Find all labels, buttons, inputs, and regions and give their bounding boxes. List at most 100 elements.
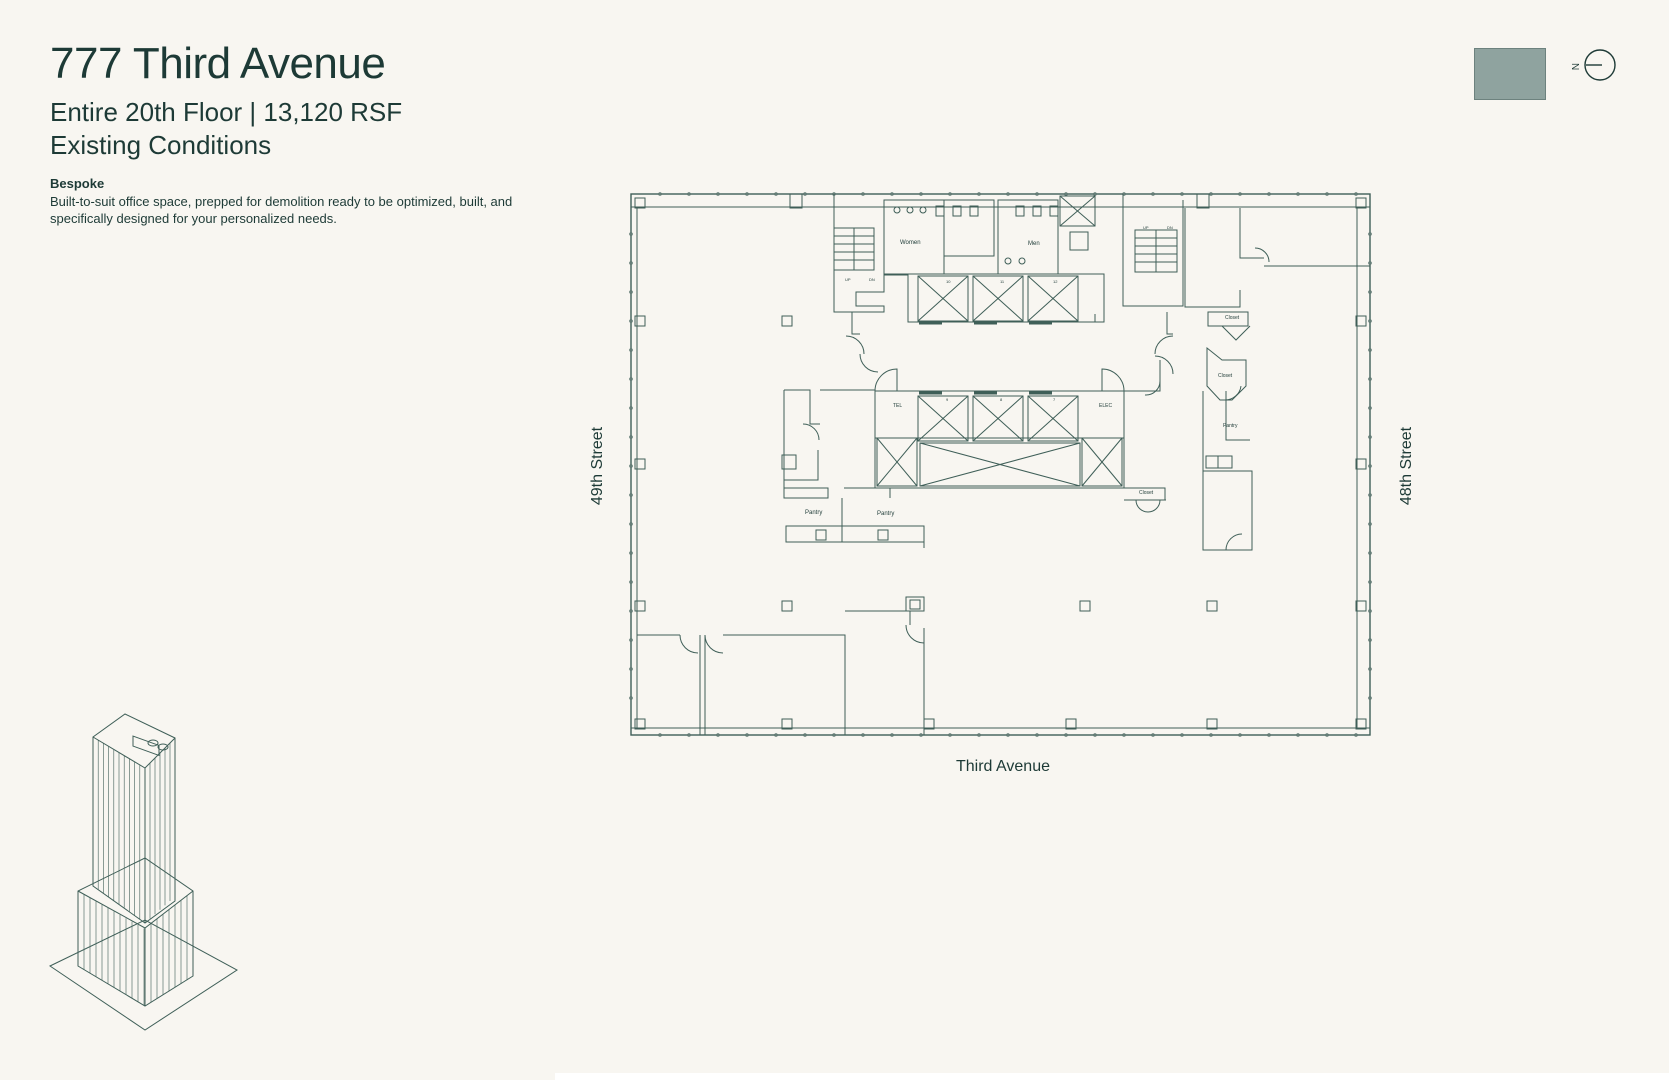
elevator-label: 8 <box>1000 397 1003 402</box>
mullion-dot <box>629 580 633 584</box>
mullion-dot <box>629 232 633 236</box>
mullion-dot <box>1368 406 1372 410</box>
mullion-dot <box>1035 733 1039 737</box>
mullion-dot <box>658 192 662 196</box>
page-title: 777 Third Avenue <box>50 39 386 88</box>
page-subtitle-conditions: Existing Conditions <box>50 130 272 160</box>
mullion-dot <box>687 192 691 196</box>
mullion-dot <box>1238 192 1242 196</box>
mullion-dot <box>1209 733 1213 737</box>
east-rooms <box>1124 346 1253 551</box>
west-rooms <box>781 389 925 548</box>
header: 777 Third Avenue Entire 20th Floor | 13,… <box>50 38 402 162</box>
room-closet-label-3: Closet <box>1139 490 1154 496</box>
mullion-dot <box>1267 192 1271 196</box>
mullion-dot <box>803 733 807 737</box>
mullion-dot <box>1064 192 1068 196</box>
mullion-dot <box>1368 696 1372 700</box>
room-elec-label: ELEC <box>1099 403 1113 409</box>
mullion-dot <box>629 522 633 526</box>
mullion-dot <box>1296 192 1300 196</box>
mullion-dot <box>629 696 633 700</box>
mullion-dot <box>629 493 633 497</box>
legend-swatch <box>1474 48 1546 100</box>
mullion-dot <box>629 319 633 323</box>
room-closet-label-1: Closet <box>1225 315 1240 321</box>
room-pantry-label-1: Pantry <box>805 510 823 516</box>
description-heading: Bespoke <box>50 176 105 191</box>
mullion-dot <box>629 435 633 439</box>
mullion-dot <box>919 192 923 196</box>
mullion-dot <box>716 733 720 737</box>
mullion-dot <box>745 192 749 196</box>
mullion-dot <box>1354 192 1358 196</box>
mullion-dot <box>774 733 778 737</box>
mullion-dots <box>629 192 1372 737</box>
mullion-dot <box>1122 733 1126 737</box>
core-north-east <box>1122 194 1370 341</box>
stair-up-label-2: UP <box>1143 225 1149 230</box>
description-body: Built-to-suit office space, prepped for … <box>50 194 513 226</box>
mullion-dot <box>1368 348 1372 352</box>
mullion-dot <box>1368 609 1372 613</box>
elevator-label: 11 <box>1000 279 1005 284</box>
vestibule <box>845 312 1174 375</box>
mullion-dot <box>1368 667 1372 671</box>
mullion-dot <box>1180 192 1184 196</box>
mullion-dot <box>629 609 633 613</box>
mullion-dot <box>1238 733 1242 737</box>
mullion-dot <box>1325 733 1329 737</box>
mullion-dot <box>1368 377 1372 381</box>
mullion-dot <box>629 551 633 555</box>
room-pantry-label-2: Pantry <box>877 511 895 517</box>
mullion-dot <box>1180 733 1184 737</box>
stair-dn-label-1: DN <box>869 277 875 282</box>
mullion-dot <box>1368 261 1372 265</box>
mullion-dot <box>1368 580 1372 584</box>
mullion-dot <box>716 192 720 196</box>
stair-dn-label-2: DN <box>1167 225 1173 230</box>
street-label-south: Third Avenue <box>956 758 1050 775</box>
mullion-dot <box>890 733 894 737</box>
mullion-dot <box>1151 733 1155 737</box>
mullion-dot <box>803 192 807 196</box>
mullion-dot <box>1035 192 1039 196</box>
mullion-dot <box>1368 435 1372 439</box>
mullion-dot <box>629 406 633 410</box>
building-facade-lines <box>83 740 188 1006</box>
south-partitions <box>637 596 925 735</box>
mullion-dot <box>629 377 633 381</box>
street-label-east: 48th Street <box>1398 426 1415 506</box>
mullion-dot <box>1296 733 1300 737</box>
mullion-dot <box>977 192 981 196</box>
mullion-dot <box>774 192 778 196</box>
mullion-dot <box>629 261 633 265</box>
mullion-dot <box>977 733 981 737</box>
core-north <box>833 194 1105 325</box>
room-closet-label-2: Closet <box>1218 373 1233 379</box>
mullion-dot <box>629 348 633 352</box>
mullion-dot <box>861 192 865 196</box>
mullion-dot <box>1368 522 1372 526</box>
stair-up-label-1: UP <box>845 277 851 282</box>
mullion-dot <box>745 733 749 737</box>
page-footer-strip <box>555 1073 1669 1080</box>
mullion-dot <box>1006 733 1010 737</box>
elevator-label: 12 <box>1053 279 1058 284</box>
compass-letter: N <box>1569 63 1580 70</box>
mullion-dot <box>948 733 952 737</box>
mullion-dot <box>1064 733 1068 737</box>
mullion-dot <box>629 464 633 468</box>
mullion-dot <box>658 733 662 737</box>
mullion-dot <box>1368 493 1372 497</box>
room-men-label: Men <box>1028 241 1040 247</box>
mullion-dot <box>890 192 894 196</box>
elevator-label: 7 <box>1053 397 1056 402</box>
room-women-label: Women <box>900 240 921 246</box>
mullion-dot <box>629 290 633 294</box>
mullion-dot <box>1368 290 1372 294</box>
mullion-dot <box>629 667 633 671</box>
street-label-west: 49th Street <box>589 426 606 506</box>
mullion-dot <box>1368 551 1372 555</box>
mullion-dot <box>629 638 633 642</box>
